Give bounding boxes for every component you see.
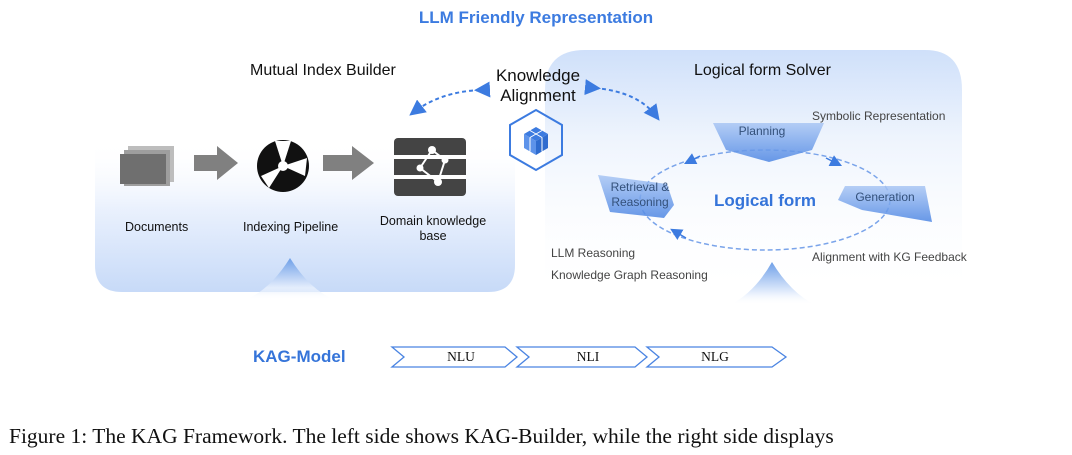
generation-blade bbox=[838, 186, 932, 222]
generation-label: Generation bbox=[855, 190, 915, 204]
step-nli-label: NLI bbox=[576, 349, 600, 364]
chevron-nli bbox=[515, 346, 649, 368]
chevron-nlg bbox=[645, 346, 788, 368]
symbolic-label: Symbolic Representation bbox=[812, 109, 946, 123]
retrieval-label-line2: Reasoning bbox=[611, 195, 669, 209]
database-graph-icon bbox=[394, 138, 466, 196]
alignment-title-line2: Alignment bbox=[500, 86, 576, 105]
cycle-arrow-left bbox=[683, 153, 701, 165]
pipeline-wheel-icon bbox=[257, 140, 309, 192]
builder-title: Mutual Index Builder bbox=[250, 62, 396, 79]
retrieval-label: Retrieval & Reasoning bbox=[600, 180, 680, 210]
alignment-arrow-right bbox=[584, 79, 660, 121]
cycle-arrow-bottom bbox=[670, 228, 687, 240]
arrow-pipeline-to-kb bbox=[323, 146, 374, 180]
figure-caption: Figure 1: The KAG Framework. The left si… bbox=[9, 424, 834, 448]
builder-cone bbox=[245, 258, 335, 300]
cycle-arrow-right bbox=[825, 155, 843, 167]
chevron-nlu bbox=[390, 346, 519, 368]
kb-label: Domain knowledge base bbox=[378, 214, 488, 244]
llm-reasoning-label: LLM Reasoning bbox=[551, 246, 636, 260]
documents-icon bbox=[120, 146, 174, 186]
planning-blade bbox=[713, 123, 824, 162]
solver-cone bbox=[730, 262, 815, 305]
retrieval-label-line1: Retrieval & bbox=[610, 180, 670, 194]
cube-hexagon-icon bbox=[509, 108, 563, 172]
alignment-title-line1: Knowledge bbox=[495, 66, 581, 85]
figure-title: LLM Friendly Representation bbox=[418, 8, 654, 27]
alignment-title: Knowledge Alignment bbox=[490, 66, 586, 106]
arrow-docs-to-pipeline bbox=[194, 146, 238, 180]
planning-label: Planning bbox=[738, 124, 786, 138]
logical-form-label: Logical form bbox=[714, 191, 817, 210]
pipeline-label: Indexing Pipeline bbox=[243, 220, 339, 234]
step-nlg-label: NLG bbox=[701, 349, 729, 364]
retrieval-blade bbox=[598, 175, 674, 218]
solver-title: Logical form Solver bbox=[694, 62, 831, 79]
documents-label: Documents bbox=[125, 220, 189, 234]
kb-label-line1: Domain knowledge bbox=[379, 214, 487, 228]
kg-reasoning-label: Knowledge Graph Reasoning bbox=[551, 268, 708, 282]
alignment-feedback-label: Alignment with KG Feedback bbox=[812, 250, 967, 264]
kb-label-line2: base bbox=[419, 229, 447, 243]
alignment-arrow-left bbox=[409, 81, 491, 116]
step-nlu-label: NLU bbox=[447, 349, 475, 364]
kag-model-title: KAG-Model bbox=[253, 347, 346, 366]
